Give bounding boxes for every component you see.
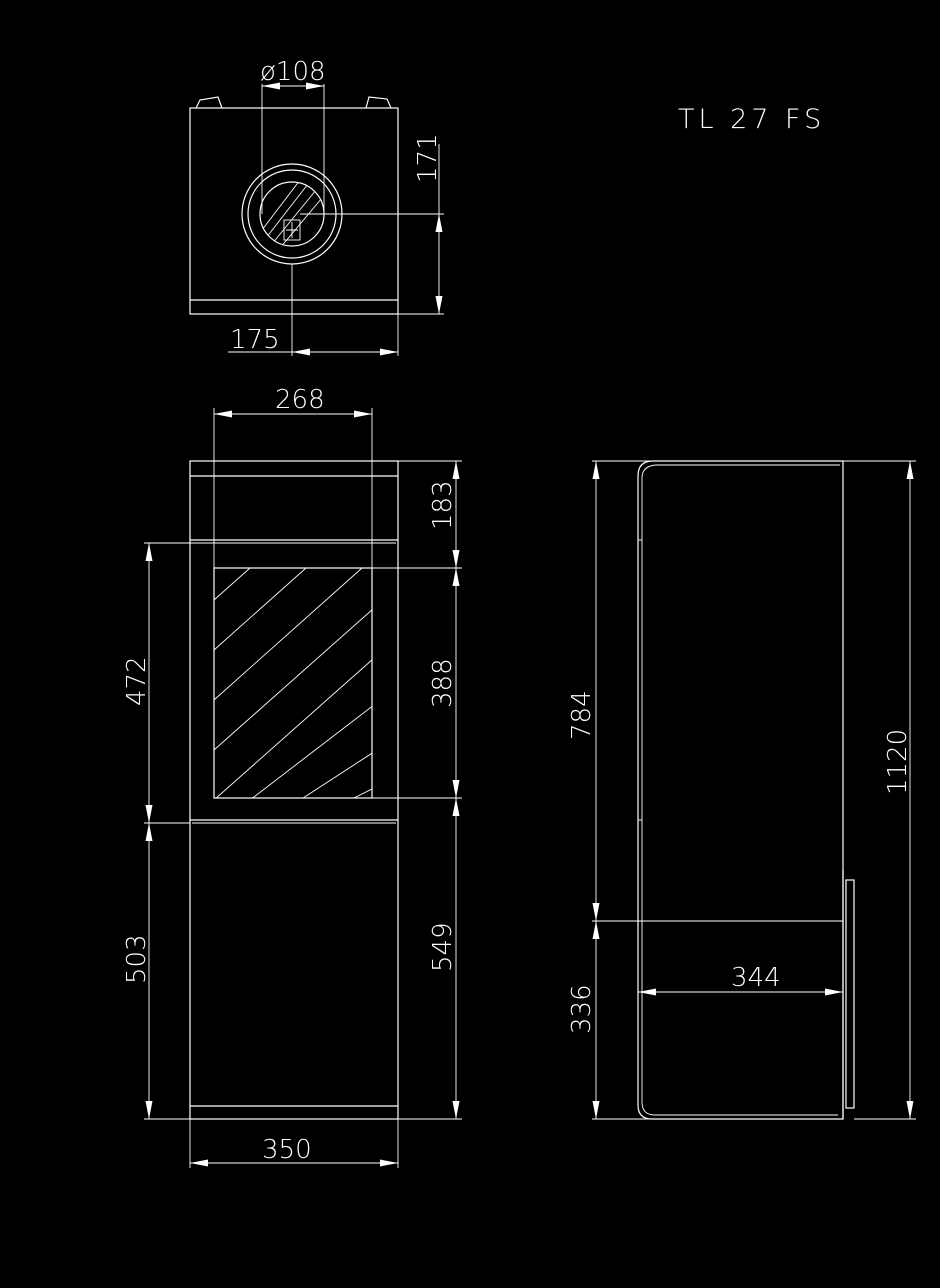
top-view-right-handle: [365, 96, 392, 109]
side-view: 784 336 1120 344: [567, 460, 916, 1120]
dim-side-lower-label: 336: [567, 984, 597, 1034]
dim-side-left-chain: 784 336: [567, 460, 653, 1120]
dim-side-upper-label: 784: [567, 690, 597, 740]
side-view-outline: [637, 460, 844, 1120]
dim-total-height-label: 1120: [883, 729, 913, 795]
front-view-outline: [189, 460, 399, 1120]
dim-flue-offset-back: 171: [300, 133, 444, 315]
front-view: 268 183 388 549: [122, 385, 462, 1168]
dim-flue-spacing-label: 268: [275, 385, 325, 415]
top-view-outline: [189, 107, 399, 315]
dim-total-height: 1120: [843, 460, 916, 1120]
dim-lower-right-label: 549: [428, 922, 458, 972]
dim-depth: 344: [638, 963, 843, 996]
dim-upper-height-label: 472: [122, 656, 152, 706]
dim-window-height-label: 388: [428, 658, 458, 708]
dim-flue-diameter-label: ø108: [260, 57, 326, 87]
dim-depth-label: 344: [731, 963, 781, 993]
dim-top-section-label: 183: [428, 480, 458, 530]
rear-bracket: [842, 870, 855, 1119]
dim-flue-diameter: ø108: [260, 57, 326, 214]
dim-flue-offset-side-label: 175: [230, 325, 280, 355]
dim-width-label: 350: [262, 1135, 312, 1165]
top-view-left-handle: [195, 96, 223, 109]
dim-flue-offset-side: 175: [228, 264, 399, 356]
dim-lower-left-label: 503: [122, 934, 152, 984]
model-title: TL 27 FS: [678, 104, 825, 135]
top-view: ø108 171 175: [189, 57, 444, 356]
fire-window: [213, 567, 373, 799]
dim-left-chain: 472 503: [122, 542, 214, 1120]
dim-width: 350: [189, 1119, 399, 1168]
dim-right-chain: 183 388 549: [372, 460, 462, 1120]
dim-flue-spacing: 268: [213, 385, 373, 568]
dim-flue-offset-back-label: 171: [413, 133, 443, 183]
